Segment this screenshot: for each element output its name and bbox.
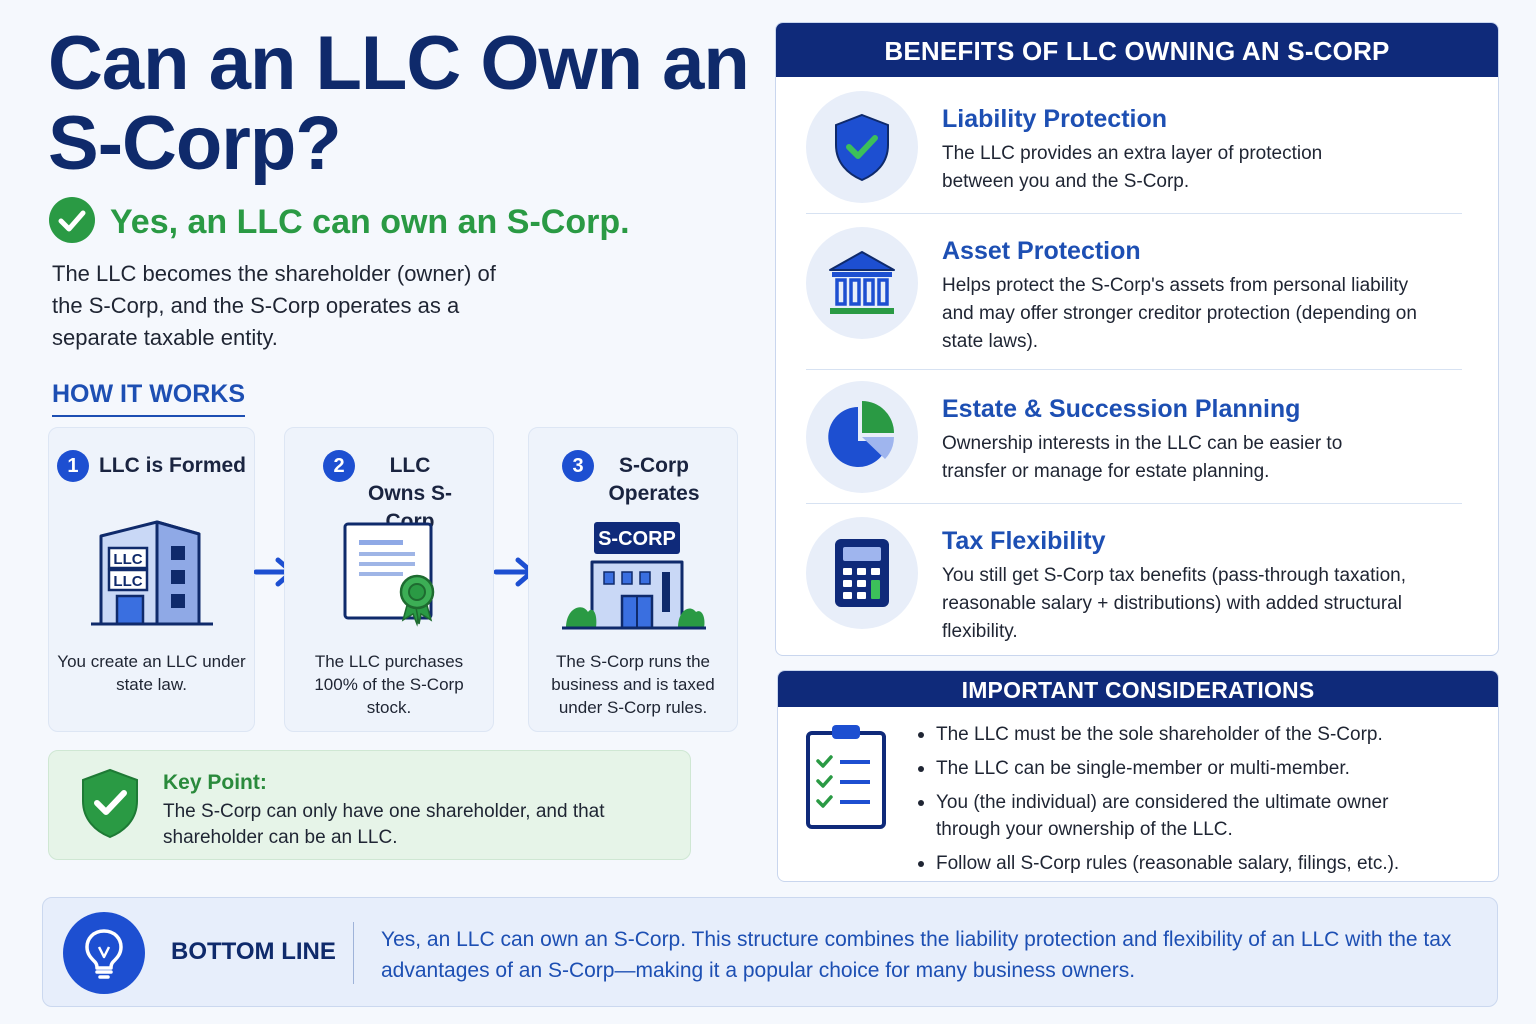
benefit-description: You still get S-Corp tax benefits (pass-… (942, 565, 1406, 642)
bottom-line-label: BOTTOM LINE (171, 938, 336, 965)
benefit-description: Helps protect the S-Corp's assets from p… (942, 275, 1417, 352)
list-item: You (the individual) are considered the … (916, 789, 1426, 843)
pie-chart-icon (806, 381, 918, 493)
benefit-title: Tax Flexibility (942, 527, 1106, 555)
list-item: The LLC can be single-member or multi-me… (916, 755, 1476, 782)
llc-sign-text: LLC (113, 573, 142, 590)
key-point-text: The S-Corp can only have one shareholder… (163, 801, 605, 848)
bank-building-icon (806, 227, 918, 339)
how-it-works-heading: HOW IT WORKS (52, 380, 246, 417)
considerations-panel: IMPORTANT CONSIDERATIONS The LLC must be… (777, 670, 1499, 882)
step-card-2: 2 LLC Owns S-Corp The LLC purchases 100%… (284, 427, 494, 732)
benefits-panel: BENEFITS OF LLC OWNING AN S-CORP Liabili… (775, 22, 1499, 656)
calculator-icon (806, 517, 918, 629)
benefit-description: The LLC provides an extra layer of prote… (942, 143, 1323, 192)
step-title: S-Corp Operates (608, 454, 700, 505)
step-description: You create an LLC under state law. (57, 652, 246, 694)
benefit-title: Estate & Succession Planning (942, 395, 1301, 423)
step-description: The S-Corp runs the business and is taxe… (551, 652, 715, 717)
s-corp-building-icon: S-CORP (529, 522, 737, 632)
answer-row: Yes, an LLC can own an S-Corp. (48, 196, 630, 249)
step-card-1: 1 LLC is Formed LLC LLC You create an LL… (48, 427, 255, 732)
stock-certificate-icon (285, 516, 493, 631)
benefit-title: Liability Protection (942, 105, 1168, 133)
step-card-3: 3 S-Corp Operates S-CORP The S-Corp runs… (528, 427, 738, 732)
answer-text: Yes, an LLC can own an S-Corp. (110, 203, 630, 241)
divider (806, 213, 1462, 214)
list-item: The LLC must be the sole shareholder of … (916, 721, 1476, 748)
benefit-title: Asset Protection (942, 237, 1141, 265)
considerations-heading: IMPORTANT CONSIDERATIONS (778, 671, 1498, 707)
shield-check-icon (806, 91, 918, 203)
list-item: Follow all S-Corp rules (reasonable sala… (916, 850, 1476, 877)
key-point-box: Key Point: The S-Corp can only have one … (48, 750, 691, 860)
divider (806, 503, 1462, 504)
bottom-line-text: Yes, an LLC can own an S-Corp. This stru… (381, 928, 1452, 982)
key-point-title: Key Point: (163, 771, 267, 794)
page-title: Can an LLC Own an S-Corp? (48, 21, 750, 186)
s-corp-sign-text: S-CORP (598, 528, 676, 550)
considerations-list: The LLC must be the sole shareholder of … (916, 721, 1476, 881)
llc-sign-text: LLC (113, 551, 142, 568)
step-title: LLC is Formed (98, 454, 246, 477)
shield-check-icon (79, 767, 141, 844)
llc-building-icon: LLC LLC (49, 516, 254, 631)
bottom-line-banner: BOTTOM LINE Yes, an LLC can own an S-Cor… (42, 897, 1498, 1007)
benefits-heading: BENEFITS OF LLC OWNING AN S-CORP (776, 23, 1498, 77)
step-number: 1 (56, 450, 89, 482)
lightbulb-icon (63, 912, 145, 994)
intro-text: The LLC becomes the shareholder (owner) … (52, 261, 496, 350)
benefit-description: Ownership interests in the LLC can be ea… (942, 433, 1343, 482)
step-description: The LLC purchases 100% of the S-Corp sto… (314, 652, 464, 717)
divider (806, 369, 1462, 370)
step-number: 2 (323, 450, 355, 482)
divider (353, 922, 354, 984)
check-circle-icon (48, 196, 96, 249)
step-number: 3 (562, 450, 594, 482)
checklist-clipboard-icon (804, 721, 888, 838)
